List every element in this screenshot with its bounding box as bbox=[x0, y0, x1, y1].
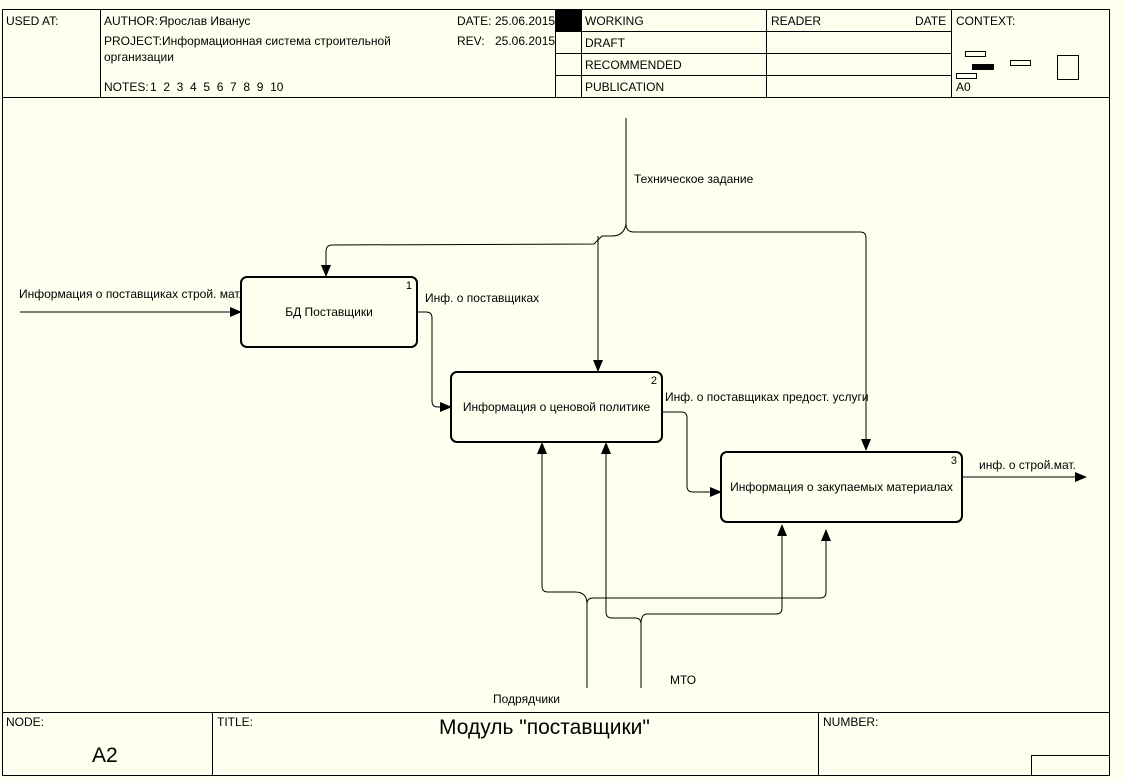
used-at-label: USED AT: bbox=[6, 14, 59, 28]
arrow-mto bbox=[601, 442, 642, 688]
activity-label: БД Поставщики bbox=[285, 305, 373, 319]
activity-box-1[interactable]: 1 БД Поставщики bbox=[240, 276, 418, 348]
reader-label: READER bbox=[771, 14, 822, 28]
activity-number: 2 bbox=[650, 375, 657, 387]
reader-date-label: DATE bbox=[915, 14, 947, 28]
project-label: PROJECT: bbox=[104, 34, 163, 48]
date-label: DATE: bbox=[457, 14, 492, 28]
status-draft: DRAFT bbox=[585, 36, 625, 50]
notes-label: NOTES: bbox=[104, 80, 149, 94]
arrow-out2 bbox=[661, 411, 722, 497]
activity-label: Информация о ценовой политике bbox=[462, 400, 651, 414]
label-input-info: Информация о поставщиках строй. мат. bbox=[19, 287, 242, 301]
arrow-mto-to-box3 bbox=[640, 524, 787, 625]
project-name-line2: организации bbox=[104, 50, 174, 64]
label-tech-task: Техническое задание bbox=[634, 172, 754, 186]
context-label: CONTEXT: bbox=[956, 14, 1016, 28]
author-name: Ярослав Иванус bbox=[159, 14, 251, 28]
status-publication: PUBLICATION bbox=[585, 80, 665, 94]
activity-box-2[interactable]: 2 Информация о ценовой политике bbox=[450, 371, 663, 443]
status-working: WORKING bbox=[585, 14, 644, 28]
node-value: A2 bbox=[92, 744, 118, 767]
label-contractors: Подрядчики bbox=[493, 692, 560, 706]
activity-number: 1 bbox=[405, 280, 412, 292]
number-label: NUMBER: bbox=[823, 715, 879, 729]
author-label: AUTHOR: bbox=[104, 14, 158, 28]
label-out2: Инф. о поставщиках предост. услуги bbox=[665, 390, 869, 404]
date-value: 25.06.2015 bbox=[495, 14, 556, 28]
title-label: TITLE: bbox=[217, 715, 254, 729]
rev-value: 25.06.2015 bbox=[495, 34, 556, 48]
label-mto: МТО bbox=[670, 673, 697, 687]
node-label: NODE: bbox=[6, 715, 45, 729]
status-recommended: RECOMMENDED bbox=[585, 58, 682, 72]
label-out1: Инф. о поставщиках bbox=[425, 291, 540, 305]
notes-values: 1 2 3 4 5 6 7 8 9 10 bbox=[150, 80, 284, 94]
arrow-out1 bbox=[416, 311, 452, 412]
project-name-line1: Информационная система строительной bbox=[162, 34, 391, 48]
arrow-contractors bbox=[586, 529, 831, 688]
activity-label: Информация о закупаемых материалах bbox=[730, 480, 953, 494]
arrow-tech-task-to-box1 bbox=[321, 223, 627, 277]
label-out3: инф. о строй.мат. bbox=[979, 458, 1076, 472]
arrow-contractors-to-box2 bbox=[537, 442, 588, 605]
activity-number: 3 bbox=[950, 455, 957, 467]
diagram-title: Модуль "поставщики" bbox=[439, 716, 650, 739]
arrow-tech-task-trunk bbox=[625, 118, 871, 451]
rev-label: REV: bbox=[457, 34, 485, 48]
context-node: A0 bbox=[956, 80, 971, 94]
activity-box-3[interactable]: 3 Информация о закупаемых материалах bbox=[720, 451, 963, 523]
